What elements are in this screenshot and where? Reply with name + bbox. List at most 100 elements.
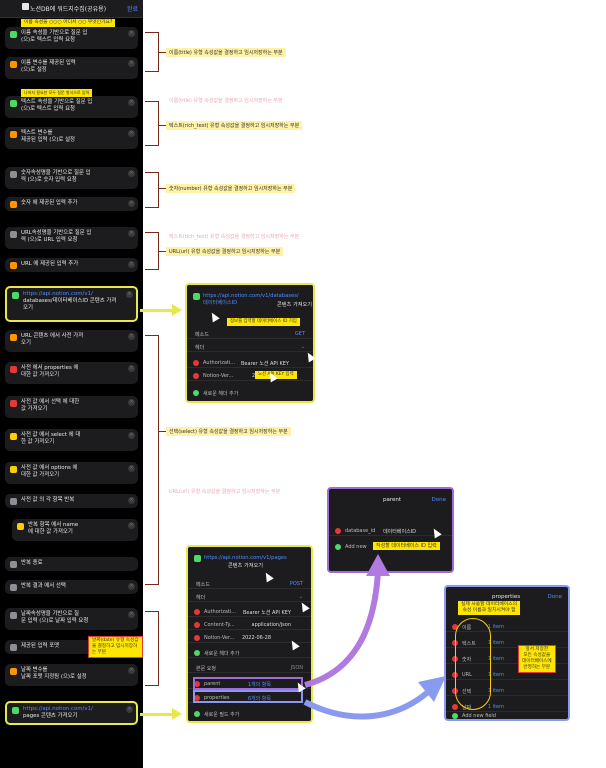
- arrow-head-icon: [172, 708, 182, 720]
- add-header-row[interactable]: 새로운 헤더 추가: [188, 648, 311, 658]
- remove-icon[interactable]: ×: [128, 583, 135, 590]
- action-get-options[interactable]: 사전 값 에서 options 에 대한 값 가져오기 ×: [5, 462, 138, 484]
- remove-icon[interactable]: ×: [128, 261, 135, 268]
- tag-db-id: 정보를 입력할 데이터베이스 ID 기입: [227, 318, 300, 326]
- panel-title: properties: [492, 594, 521, 600]
- ask-icon: [10, 612, 17, 619]
- action-get-properties[interactable]: 사전 에서 properties 에 대한 값 가져오기 ×: [5, 362, 138, 384]
- remove-icon[interactable]: ×: [128, 230, 135, 237]
- remove-icon[interactable]: ×: [128, 432, 135, 439]
- action-choose-from-list[interactable]: 반복 결과 에서 선택 ×: [5, 580, 138, 594]
- add-field-row[interactable]: Add new field: [446, 711, 568, 719]
- remove-icon[interactable]: ×: [128, 170, 135, 177]
- bracket: [145, 172, 159, 208]
- action-line: 제공된 입력 (으)로 설정: [21, 137, 75, 143]
- auth-header-row[interactable]: Authorizati...Bearer 노션 API KEY: [188, 607, 311, 617]
- ask-icon: [10, 171, 17, 178]
- label-rich-text: 텍스트(rich_text) 유형 속성값을 결정하고 임시저장하는 부분: [166, 121, 303, 130]
- panel-title: parent: [383, 497, 402, 503]
- remove-icon[interactable]: ×: [128, 365, 135, 372]
- repeat-icon: [10, 498, 17, 505]
- label-faint: URL(url) 유형 속성값을 결정하고 임시저장하는 부분: [169, 489, 281, 495]
- action-ask-url[interactable]: URL속성명을 기반으로 질문 입 력 (으)로 URL 입력 요청 ×: [5, 227, 138, 249]
- dictionary-icon: [10, 433, 17, 440]
- action-ask-title[interactable]: 이름 속성을 기반으로 질문 입 (으)로 텍스트 입력 요청 ×: [5, 27, 138, 49]
- content-type-row[interactable]: Content-Ty...application/json: [188, 620, 311, 630]
- action-get-database[interactable]: https://api.notion.com/v1/ databases/데이터…: [5, 286, 138, 322]
- action-line: URL 콘텐츠 에서 사전 가져: [21, 333, 84, 339]
- action-add-url[interactable]: URL 에 제공된 입력 추가 ×: [5, 258, 138, 272]
- action-ask-text[interactable]: 텍스트 속성을 기반으로 질문 입 (으)로 텍스트 입력 요청 ×: [5, 96, 138, 118]
- remove-icon[interactable]: ×: [128, 200, 135, 207]
- remove-icon[interactable]: ×: [128, 130, 135, 137]
- tag-reflect: 앞서 저장한 모든 속성값을 데이터베이스에 반영하는 부분: [518, 645, 556, 673]
- action-get-select[interactable]: 사전 값 에서 select 에 대 한 값 가져오기 ×: [5, 429, 138, 451]
- action-line: 날짜 포맷 지정됨 (으)로 설정: [21, 674, 87, 680]
- action-end-repeat[interactable]: 반복 종료: [5, 557, 138, 571]
- remove-icon[interactable]: ×: [128, 497, 135, 504]
- remove-icon[interactable]: ×: [128, 465, 135, 472]
- web-icon: [193, 293, 200, 300]
- web-icon: [12, 707, 19, 714]
- arrow-shaft: [140, 309, 174, 312]
- header-row[interactable]: 헤더⌄: [188, 592, 311, 602]
- add-header-row[interactable]: 새로운 헤더 추가: [187, 388, 313, 398]
- remove-icon[interactable]: ×: [126, 291, 133, 298]
- request-url[interactable]: https://api.notion.com/v1/pages: [204, 555, 287, 561]
- remove-icon[interactable]: ×: [128, 611, 135, 618]
- bracket: [145, 335, 159, 585]
- remove-icon[interactable]: ×: [128, 60, 135, 67]
- header-row[interactable]: 헤더⌄: [187, 342, 313, 352]
- action-line: 이름 변수를 제공된 입력: [21, 60, 76, 66]
- tag-question: 이름 속성을 ○○○ 어디서 ○○ 무엇인가요?: [21, 19, 116, 27]
- label-faint: 텍스트(rich_text) 유형 속성값을 결정하고 임시저장하는 부분: [169, 234, 300, 240]
- remove-icon[interactable]: ×: [128, 30, 135, 37]
- action-line: 문 입력 (으)로 날짜 입력 요청: [21, 618, 89, 624]
- add-row[interactable]: Add new: [329, 542, 452, 552]
- action-line: 사전 값 의 각 항목 반복: [21, 497, 75, 503]
- action-line: 값 가져오기: [21, 406, 48, 412]
- done-button[interactable]: Done: [547, 594, 562, 600]
- add-field-row[interactable]: 새로운 필드 추가: [188, 709, 311, 719]
- action-set-date[interactable]: 날짜 변수를 날짜 포맷 지정됨 (으)로 설정 ×: [5, 664, 138, 686]
- action-get-dict[interactable]: URL 콘텐츠 에서 사전 가져 오기 ×: [5, 330, 138, 352]
- auth-header-row[interactable]: Authorizati...Bearer 노션 API KEY: [187, 358, 313, 368]
- connector: [159, 431, 167, 432]
- label-title: 이름(title) 유형 속성값을 결정하고 임시저장하는 부분: [166, 48, 286, 57]
- remove-icon: [194, 635, 200, 641]
- remove-icon[interactable]: ×: [126, 706, 133, 713]
- arrow-head-icon: [172, 304, 182, 316]
- remove-icon[interactable]: ×: [128, 522, 135, 529]
- action-set-text[interactable]: 텍스트 변수를 제공된 입력 (으)로 설정 ×: [5, 127, 138, 149]
- remove-icon[interactable]: ×: [128, 99, 135, 106]
- action-get-select-key[interactable]: 사전 값 에서 선택 에 대한 값 가져오기 ×: [5, 396, 138, 418]
- notion-version-row[interactable]: Notion-Ver...2022-06-28: [188, 633, 311, 643]
- action-line: URL 에 제공된 입력 추가: [21, 261, 79, 267]
- add-icon: [193, 390, 199, 396]
- action-set-title[interactable]: 이름 변수를 제공된 입력 (으)로 설정 ×: [5, 57, 138, 79]
- dictionary-icon: [10, 400, 17, 407]
- done-button[interactable]: 완료: [126, 6, 138, 13]
- action-ask-date[interactable]: 날짜속성명을 기반으로 질 문 입력 (으)로 날짜 입력 요청 ×: [5, 608, 138, 630]
- label-faint: 이름(title) 유형 속성값을 결정하고 임시저장하는 부분: [169, 98, 283, 104]
- action-repeat-each[interactable]: 사전 값 의 각 항목 반복 ×: [5, 494, 138, 508]
- action-line: 력 (으)로 URL 입력 요청: [21, 237, 78, 243]
- ask-icon: [10, 100, 17, 107]
- action-post-page[interactable]: https://api.notion.com/v1/ pages 콘텐츠 가져오…: [5, 701, 138, 725]
- remove-icon[interactable]: ×: [128, 399, 135, 406]
- done-button[interactable]: Done: [431, 497, 446, 503]
- request-url[interactable]: https://api.notion.com/v1/databases/데이터베…: [203, 293, 299, 306]
- bracket: [145, 32, 159, 72]
- action-get-name[interactable]: 반복 항목 에서 name 에 대한 값 가져오기 ×: [12, 519, 138, 541]
- action-add-number[interactable]: 숫자 에 제공된 입력 추가 ×: [5, 197, 138, 211]
- connector: [159, 188, 167, 189]
- remove-icon[interactable]: ×: [128, 333, 135, 340]
- panel-post-page: https://api.notion.com/v1/pages 콘텐츠 가져오기…: [186, 545, 313, 723]
- action-ask-number[interactable]: 숫자속성명을 기반으로 질문 입 력 (으)로 숫자 입력 요청 ×: [5, 167, 138, 189]
- remove-icon[interactable]: ×: [128, 667, 135, 674]
